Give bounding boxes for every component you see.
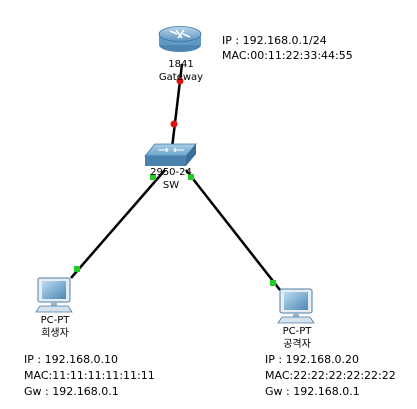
port-light-attacker-up <box>270 280 276 286</box>
switch-name-label: SW <box>163 180 179 191</box>
victim-ip-text: IP : 192.168.0.10 <box>24 353 118 366</box>
pc-icon <box>277 288 315 324</box>
router-device[interactable]: 1841 Gateway IP : 192.168.0.1/24 MAC:00:… <box>158 26 353 84</box>
port-light-switch-victim-up <box>150 174 156 180</box>
attacker-model-label: PC-PT <box>283 326 313 337</box>
attacker-ip-text: IP : 192.168.0.20 <box>265 353 359 366</box>
router-name-label: Gateway <box>159 72 203 83</box>
attacker-gateway-text: Gw : 192.168.0.1 <box>265 385 360 398</box>
port-light-router-down <box>176 77 184 85</box>
link-switch-attacker[interactable] <box>185 169 281 291</box>
switch-model-label: 2950-24 <box>150 167 192 178</box>
switch-device[interactable]: 2950-24 SW <box>144 143 197 191</box>
pc-icon <box>35 277 73 313</box>
port-lights <box>74 77 276 286</box>
victim-gateway-text: Gw : 192.168.0.1 <box>24 385 119 398</box>
attacker-pc-device[interactable]: PC-PT 공격자 IP : 192.168.0.20 MAC:22:22:22… <box>265 288 396 398</box>
router-icon <box>158 26 202 52</box>
port-light-switch-attacker-up <box>188 174 194 180</box>
switch-icon <box>144 143 197 166</box>
router-mac-text: MAC:00:11:22:33:44:55 <box>222 49 353 62</box>
router-ip-text: IP : 192.168.0.1/24 <box>222 34 327 47</box>
victim-name-label: 희생자 <box>41 327 69 339</box>
victim-mac-text: MAC:11:11:11:11:11:11 <box>24 369 155 382</box>
attacker-mac-text: MAC:22:22:22:22:22:22 <box>265 369 396 382</box>
attacker-name-label: 공격자 <box>283 337 311 350</box>
port-light-victim-up <box>74 266 80 272</box>
router-model-label: 1841 <box>168 59 193 70</box>
link-switch-victim[interactable] <box>70 169 166 279</box>
victim-pc-device[interactable]: PC-PT 희생자 IP : 192.168.0.10 MAC:11:11:11… <box>24 277 155 398</box>
victim-model-label: PC-PT <box>41 315 71 326</box>
port-light-switch-uplink-down <box>170 120 178 128</box>
